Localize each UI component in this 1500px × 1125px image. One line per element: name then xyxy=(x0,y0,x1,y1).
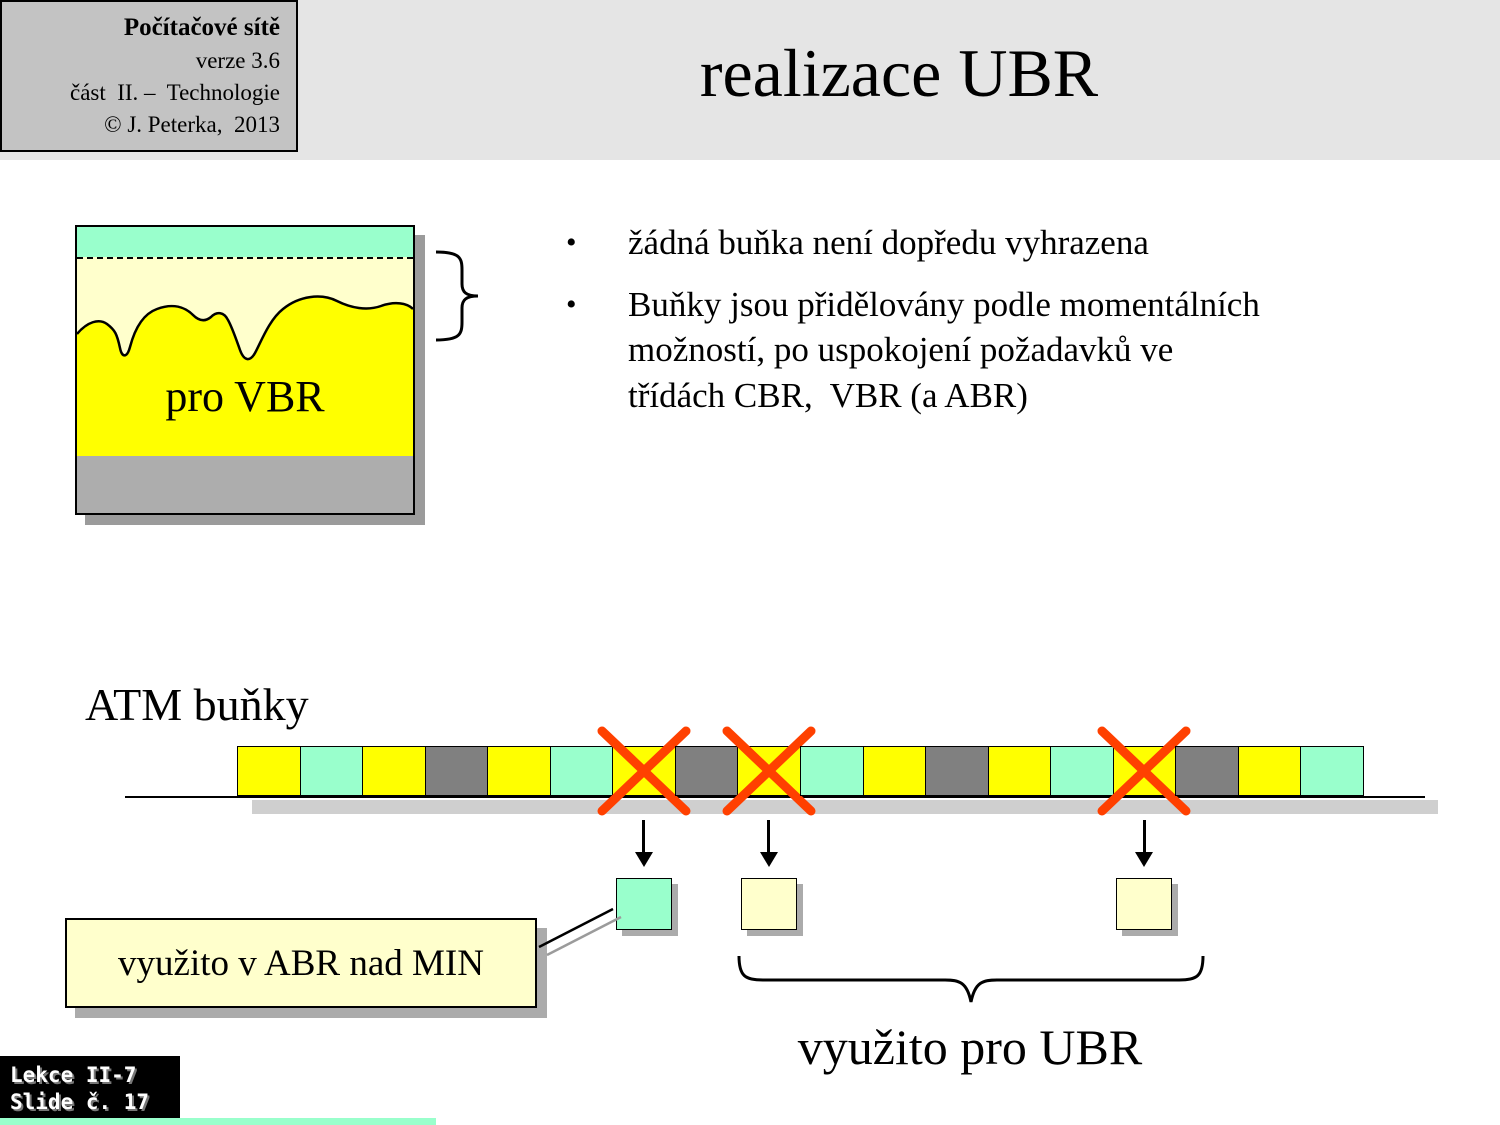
atm-cells-label: ATM buňky xyxy=(85,679,309,730)
atm-cell-teal xyxy=(1050,746,1115,796)
under-brace-icon xyxy=(737,955,1205,1003)
course-part: část II. – Technologie xyxy=(69,80,280,106)
atm-cell-teal xyxy=(799,746,864,796)
reallocated-cell-cream xyxy=(1116,878,1172,930)
lecture-number: Lekce II-7 xyxy=(10,1063,137,1087)
bullet-marker-icon xyxy=(566,220,628,266)
atm-cell-gray xyxy=(674,746,739,796)
cell-strip-shadow xyxy=(252,800,1438,814)
lecture-slide-box: Lekce II-7 Slide č. 17 xyxy=(0,1056,180,1120)
vbr-bottom-strip xyxy=(77,456,413,513)
vbr-dashed-line xyxy=(77,257,413,259)
bullet-list: žádná buňka není dopředu vyhrazena Buňky… xyxy=(566,220,1346,434)
right-brace-icon xyxy=(435,250,479,342)
atm-cell-gray xyxy=(1175,746,1240,796)
atm-cell-yellow xyxy=(237,746,301,796)
atm-cell-gray xyxy=(424,746,489,796)
course-title: Počítačové sítě xyxy=(123,14,280,41)
abr-callout-text: využito v ABR nad MIN xyxy=(118,942,484,984)
bullet-text: žádná buňka není dopředu vyhrazena xyxy=(628,223,1149,262)
vbr-capacity-diagram: pro VBR xyxy=(75,225,415,515)
vbr-label: pro VBR xyxy=(165,372,325,421)
bullet-marker-icon xyxy=(566,282,628,419)
atm-cell-yellow xyxy=(987,746,1052,796)
drop-arrow-head-icon xyxy=(1135,852,1153,867)
callout-connector-line xyxy=(538,907,622,957)
reallocated-cell-cream xyxy=(740,878,797,930)
course-copyright: © J. Peterka, 2013 xyxy=(104,112,280,138)
discard-cross-icon xyxy=(722,726,816,816)
atm-cell-yellow xyxy=(487,746,552,796)
drop-arrow-line xyxy=(767,820,771,854)
timeline-line xyxy=(125,796,1425,798)
atm-cell-teal xyxy=(299,746,364,796)
course-version: verze 3.6 xyxy=(195,48,280,73)
bullet-text: Buňky jsou přidělovány podle momentálníc… xyxy=(628,284,1269,415)
page-title: realizace UBR xyxy=(699,35,1099,111)
vbr-top-strip xyxy=(77,227,413,257)
ubr-label: využito pro UBR xyxy=(797,1019,1143,1075)
bullet-item: Buňky jsou přidělovány podle momentálníc… xyxy=(566,282,1346,419)
slide-number: Slide č. 17 xyxy=(10,1090,150,1115)
discard-cross-icon xyxy=(1097,726,1191,816)
drop-arrow-head-icon xyxy=(759,852,778,867)
vbr-wave-area xyxy=(77,260,413,456)
course-info-box: Počítačové sítě verze 3.6 část II. – Tec… xyxy=(0,0,298,152)
discard-cross-icon xyxy=(597,726,691,816)
atm-cell-gray xyxy=(925,746,989,796)
abr-callout-box: využito v ABR nad MIN xyxy=(65,918,537,1008)
atm-cell-yellow xyxy=(1237,746,1302,796)
drop-arrow-line xyxy=(1142,820,1146,854)
atm-cell-teal xyxy=(1300,746,1365,796)
drop-arrow-line xyxy=(642,820,646,854)
atm-cell-strip xyxy=(237,726,1365,816)
bottom-accent-bar xyxy=(0,1118,436,1125)
atm-cell-yellow xyxy=(862,746,927,796)
bullet-item: žádná buňka není dopředu vyhrazena xyxy=(566,220,1346,266)
drop-arrow-head-icon xyxy=(634,852,653,867)
atm-cell-yellow xyxy=(362,746,427,796)
